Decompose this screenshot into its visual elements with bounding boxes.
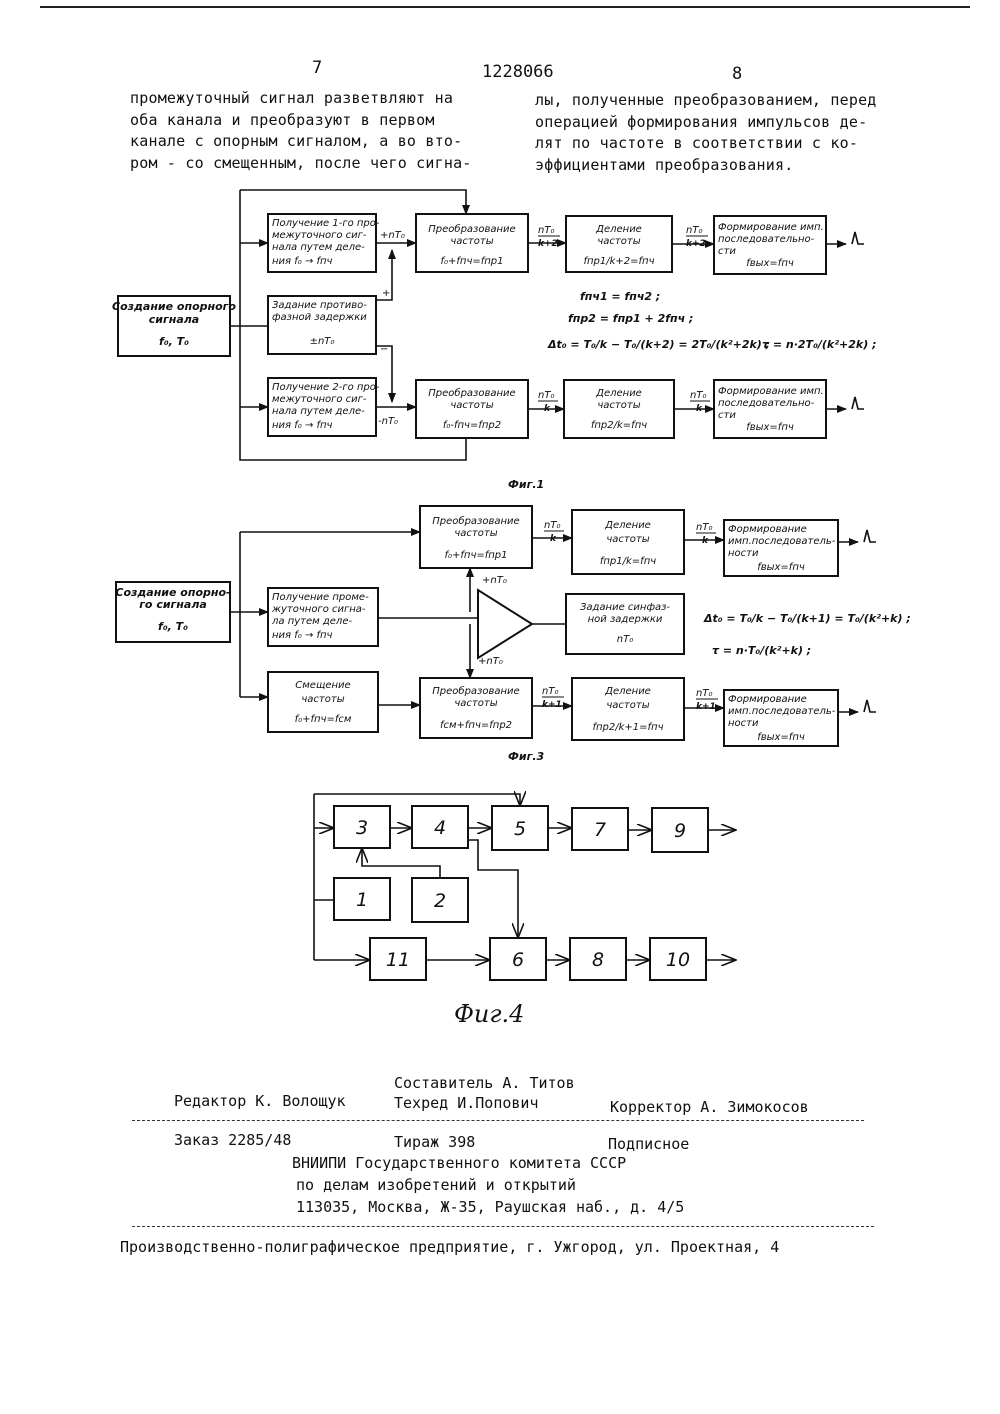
fig3-label-k: k [702, 536, 709, 546]
fig4-block-label: 9 [674, 820, 686, 842]
fig4-block-label: 11 [386, 949, 410, 971]
figure-1-diagram: Создание опорногосигналаf₀, T₀ Получение… [112, 190, 877, 491]
fig1-caption: Фиг.1 [508, 478, 544, 491]
fig4-block-label: 1 [356, 889, 368, 911]
fig3-formula: τ = n·T₀/(k²+k) ; [712, 644, 811, 657]
fig1-label-minus: − [380, 344, 388, 355]
pulse-icon [864, 530, 876, 542]
fig3-label-plus-nt: +nT₀ [478, 656, 503, 667]
fig1-label-nt: nT₀ [690, 390, 706, 401]
fig1-label-k: k [544, 404, 551, 414]
fig3-label-nt: nT₀ [544, 520, 560, 531]
fig4-block-label: 4 [434, 817, 446, 839]
fig3-label-nt: nT₀ [542, 686, 558, 697]
fig1-div1-text: Делениечастотыfпр1/k+2=fпч [583, 224, 654, 267]
imprint-order: Заказ 2285/48 [174, 1127, 291, 1154]
fig3-label-plus-nt: +nT₀ [482, 575, 507, 586]
fig3-feed-line [230, 532, 240, 697]
fig3-formula: Δt₀ = T₀/k − T₀/(k+1) = T₀/(k²+k) ; [703, 612, 911, 625]
fig3-form2-text: Формированиеимп.последователь-ностиfвых=… [728, 694, 836, 743]
fig3-div1-text: Делениечастотыfпр1/k=fпч [600, 520, 656, 567]
fig1-label-minus-nt: -nT₀ [378, 416, 398, 427]
fig4-block-label: 2 [434, 890, 446, 912]
fig4-feed-line [314, 794, 334, 960]
fig4-line [468, 840, 518, 938]
fig1-source-text: Создание опорногосигналаf₀, T₀ [112, 300, 236, 348]
fig1-label-plus-nt: +nT₀ [380, 230, 405, 241]
fig3-form1-text: Формированиеимп.последователь-ностиfвых=… [728, 524, 836, 573]
fig3-label-k1: k+1 [542, 700, 562, 710]
fig1-conv1-text: Преобразованиечастотыf₀+fпч=fпр1 [428, 223, 515, 267]
fig3-label-k: k [550, 534, 557, 544]
fig4-block-label: 8 [592, 949, 604, 971]
fig3-shift-text: Смещениечастотыf₀+fпч=fсм [295, 680, 352, 725]
fig4-block-label: 5 [514, 818, 526, 840]
fig4-block-label: 7 [594, 819, 606, 841]
pulse-icon [852, 397, 864, 409]
fig3-label-nt: nT₀ [696, 688, 712, 699]
imprint-corrector: Корректор А. Зимокосов [610, 1094, 809, 1121]
pulse-icon [864, 700, 876, 712]
fig4-block-label: 3 [356, 817, 368, 839]
fig1-label-nt: nT₀ [686, 225, 702, 236]
imprint-techred: Техред И.Попович [394, 1090, 539, 1117]
fig1-div2-text: Делениечастотыfпр2/k=fпч [591, 388, 647, 431]
figure-3-diagram: Создание опорно-го сигналаf₀, T₀ Получен… [115, 506, 910, 763]
fig4-block-label: 6 [512, 949, 524, 971]
imprint-printer: Производственно-полиграфическое предприя… [120, 1234, 779, 1261]
fig1-label-k: k [696, 404, 703, 414]
fig3-source-text: Создание опорно-го сигналаf₀, T₀ [115, 586, 230, 633]
fig1-label-k2: k+2 [686, 239, 706, 249]
fig1-formula: fпч1 = fпч2 ; [580, 290, 660, 303]
fig1-line [240, 190, 466, 214]
imprint-divider [132, 1226, 874, 1227]
fig4-line [362, 848, 440, 878]
fig3-conv2-text: Преобразованиечастотыfсм+fпч=fпр2 [432, 685, 519, 731]
fig1-label-nt: nT₀ [538, 225, 554, 236]
fig1-formula: fпр2 = fпр1 + 2fпч ; [568, 312, 693, 325]
fig1-if2-text: Получение 2-го про-межуточного сиг-нала … [272, 382, 380, 431]
figure-4-diagram: 3 4 5 7 9 1 2 11 6 8 10 Фиг.4 [314, 794, 736, 1028]
fig1-label-k2: k+2 [538, 239, 558, 249]
fig3-conv1-text: Преобразованиечастотыf₀+fпч=fпр1 [432, 515, 519, 561]
fig1-if1-text: Получение 1-го про-межуточного сиг-нала … [272, 218, 380, 267]
fig3-splitter-triangle [478, 590, 532, 658]
fig3-div2-text: Делениечастотыfпр2/k+1=fпч [592, 686, 663, 733]
fig3-delay-text: Задание синфаз-ной задержкиnT₀ [580, 602, 670, 645]
fig3-if-text: Получение проме-жуточного сигна-ла путем… [271, 592, 369, 641]
fig4-block-label: 10 [666, 949, 690, 971]
fig4-caption: Фиг.4 [454, 1000, 524, 1028]
imprint-divider [132, 1120, 864, 1121]
fig4-line [314, 794, 520, 806]
fig1-label-nt: nT₀ [538, 390, 554, 401]
fig1-label-plus: + [382, 288, 390, 299]
fig1-formula: τ = n·2T₀/(k²+2k) ; [762, 338, 877, 351]
fig3-label-k1: k+1 [696, 702, 716, 712]
imprint-editor: Редактор К. Волощук [174, 1088, 346, 1115]
fig1-form2-text: Формирование имп.последовательно-стиfвых… [718, 386, 824, 433]
pulse-icon [852, 232, 864, 244]
fig1-conv2-text: Преобразованиечастотыf₀-fпч=fпр2 [428, 387, 515, 431]
fig1-form1-text: Формирование имп.последовательно-стиfвых… [718, 222, 824, 269]
imprint-address: 113035, Москва, Ж-35, Раушская наб., д. … [296, 1194, 684, 1221]
fig3-caption: Фиг.3 [508, 750, 545, 763]
fig1-delay-text: Задание противо-фазной задержки±nT₀ [272, 300, 367, 347]
fig1-formula: Δt₀ = T₀/k − T₀/(k+2) = 2T₀/(k²+2k) ; [547, 338, 770, 351]
fig3-label-nt: nT₀ [696, 522, 712, 533]
